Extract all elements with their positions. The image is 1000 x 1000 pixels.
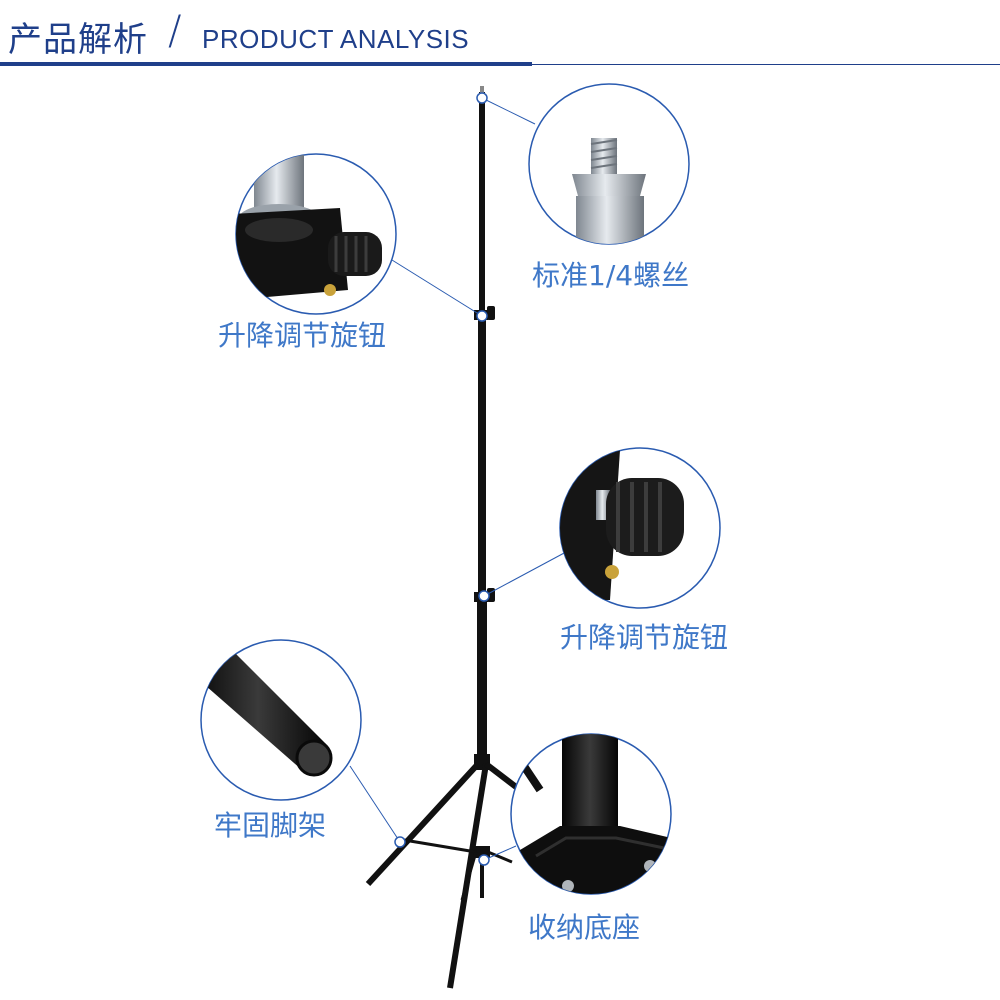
- connector-lines: [349, 97, 567, 861]
- anchor-dots: [394, 92, 490, 866]
- header: 产品解析 / PRODUCT ANALYSIS: [0, 0, 1000, 70]
- label-legs: 牢固脚架: [214, 809, 327, 842]
- tube-icon: [200, 639, 362, 801]
- knob-icon-lower: [559, 447, 721, 609]
- label-top-screw: 标准1/4螺丝: [532, 259, 690, 292]
- header-rule-thick: [0, 62, 532, 66]
- light-stand: [365, 86, 522, 989]
- label-knob-lower: 升降调节旋钮: [560, 621, 729, 654]
- title-en: PRODUCT ANALYSIS: [202, 24, 470, 54]
- title-cn: 产品解析: [8, 20, 148, 60]
- header-rule-thin: [532, 64, 1000, 65]
- title-slash: /: [168, 8, 182, 54]
- label-knob-upper: 升降调节旋钮: [218, 319, 387, 352]
- screw-icon: [528, 83, 690, 245]
- base-icon: [510, 733, 672, 895]
- label-base: 收纳底座: [528, 911, 641, 944]
- knob-icon: [235, 153, 397, 315]
